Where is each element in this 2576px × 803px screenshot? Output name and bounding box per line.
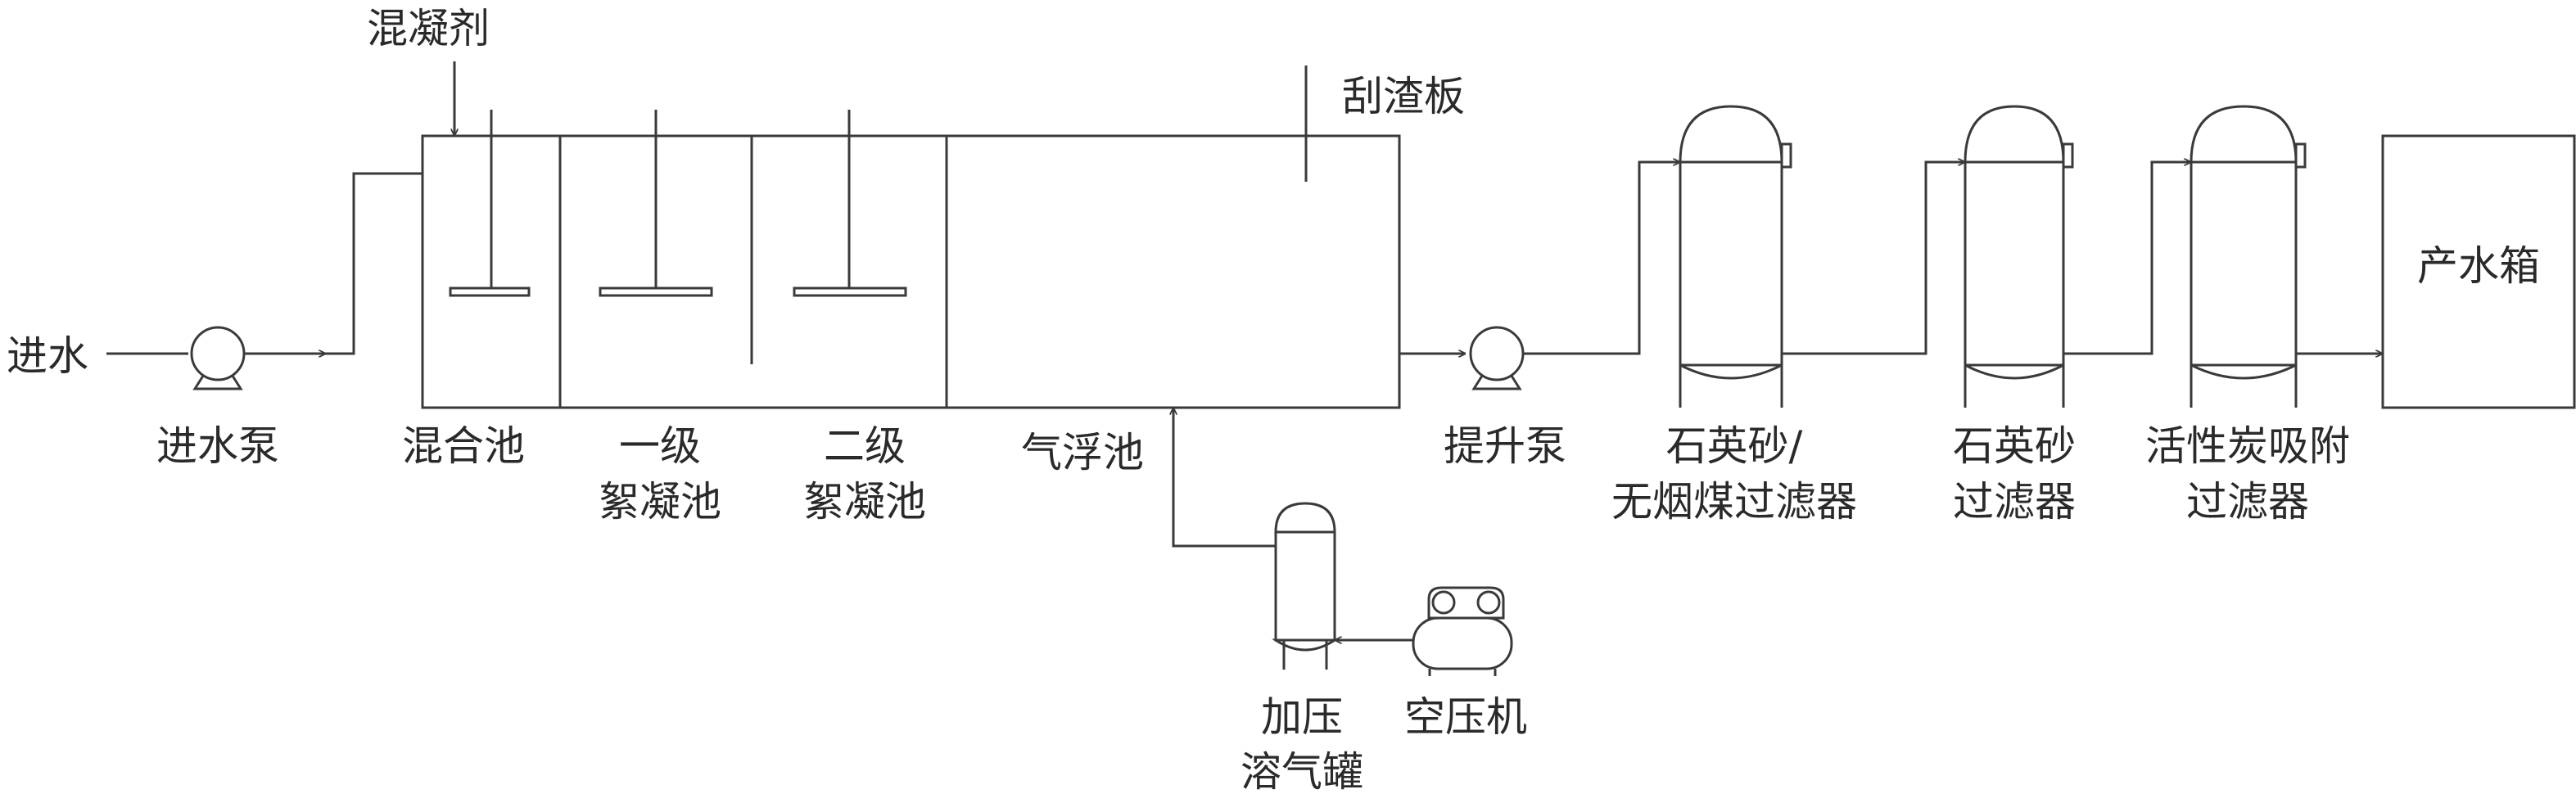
floc1-label-line2: 絮凝池 xyxy=(599,478,721,526)
mixer-agitator-1 xyxy=(449,110,531,297)
dissolved-air-vessel-icon xyxy=(1272,502,1339,670)
lift-pump-to-filter1-pipe xyxy=(1523,162,1680,355)
filter3-label-line1: 活性炭吸附 xyxy=(2145,422,2350,470)
inlet-label: 进水 xyxy=(7,332,88,380)
filter3-vessel-icon xyxy=(2190,105,2307,408)
treatment-basin xyxy=(421,134,1401,409)
filter1-label-line2: 无烟煤过滤器 xyxy=(1611,478,1857,526)
inlet-pump-label: 进水泵 xyxy=(156,422,279,470)
filter2-vessel-icon xyxy=(1964,105,2074,408)
floc2-label-line2: 絮凝池 xyxy=(803,478,926,526)
mixer-agitator-2 xyxy=(599,110,713,297)
air-compressor-icon xyxy=(1412,586,1513,676)
scraper-label: 刮渣板 xyxy=(1342,73,1465,120)
inlet-pump-outlet-pipe xyxy=(244,172,423,355)
inlet-pump-icon xyxy=(190,326,246,390)
product-water-tank xyxy=(2381,134,2576,409)
mixer-agitator-3 xyxy=(793,110,907,297)
coagulant-label: 混凝剂 xyxy=(367,5,490,52)
dissolved-air-vessel-label-line2: 溶气罐 xyxy=(1241,748,1363,796)
floc1-label-line1: 一级 xyxy=(619,422,701,470)
filter3-label-line2: 过滤器 xyxy=(2186,478,2309,526)
lift-pump-label: 提升泵 xyxy=(1444,422,1566,470)
filter1-label-line1: 石英砂/ xyxy=(1666,422,1803,470)
product-tank-label: 产水箱 xyxy=(2417,242,2540,290)
filter2-label-line1: 石英砂 xyxy=(1953,422,2076,470)
floc2-label-line1: 二级 xyxy=(824,422,906,470)
filter2-label-line2: 过滤器 xyxy=(1953,478,2076,526)
filter1-vessel-icon xyxy=(1679,105,1792,408)
air-compressor-label: 空压机 xyxy=(1404,693,1527,741)
dissolved-air-vessel-label-line1: 加压 xyxy=(1261,693,1343,741)
filter1-to-filter2-pipe xyxy=(1782,162,1965,355)
mixing-tank-label: 混合池 xyxy=(402,422,525,470)
lift-pump-icon xyxy=(1469,326,1525,390)
flotation-tank-label: 气浮池 xyxy=(1021,429,1144,476)
filter2-to-filter3-pipe xyxy=(2063,162,2191,355)
